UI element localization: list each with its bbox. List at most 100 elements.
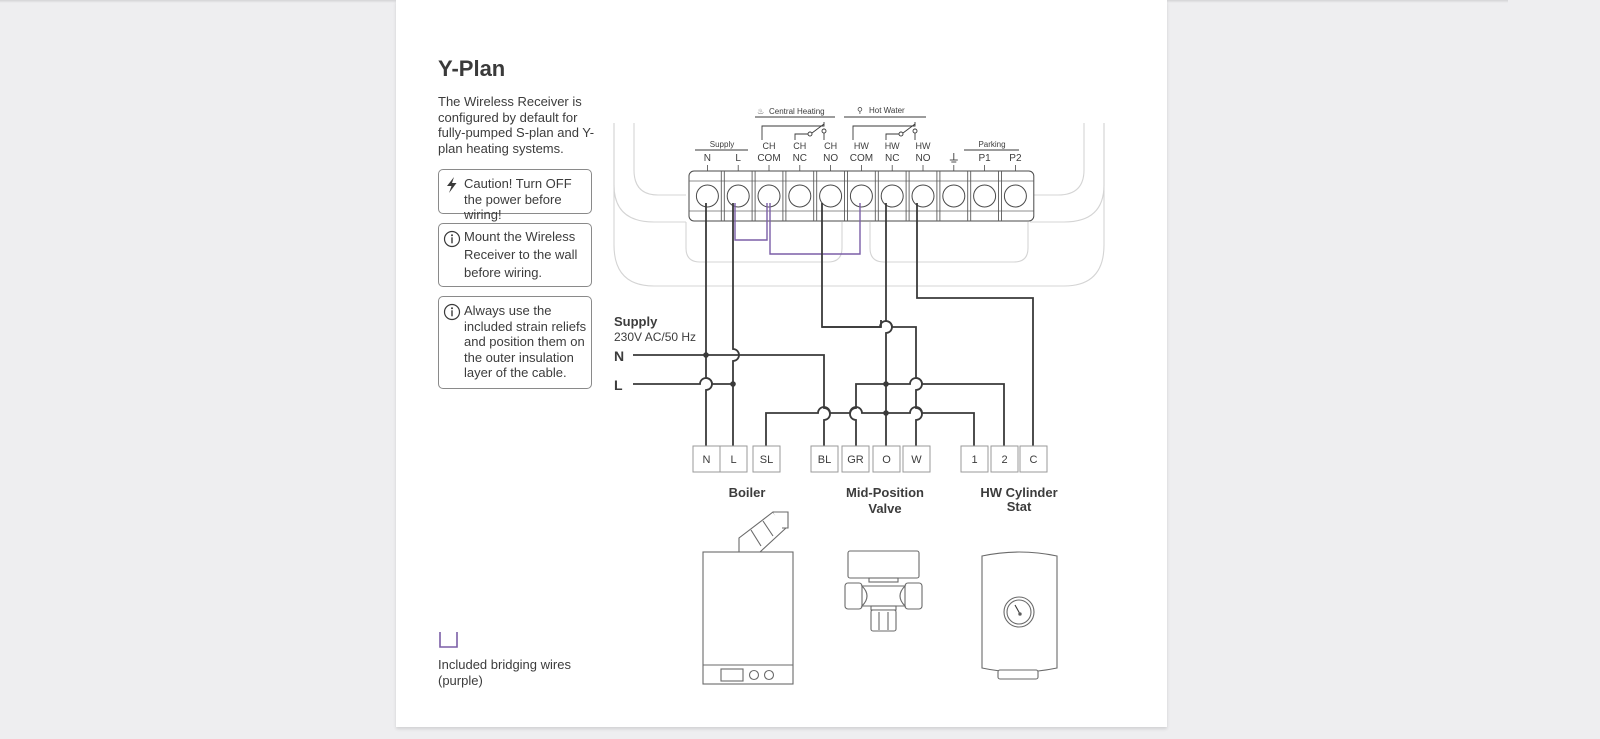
- svg-text:1: 1: [971, 454, 977, 466]
- terminal-screw: [880, 184, 904, 208]
- wire-supply-l: [633, 377, 733, 385]
- info-icon: [443, 303, 461, 321]
- terminal-screw: [1003, 184, 1027, 208]
- group-header-parking: Parking: [964, 140, 1019, 151]
- wiring-diagram: ♨ Central Heating ⚲ Hot Water Supply Par…: [613, 106, 1105, 685]
- terminal-screw: [942, 184, 966, 208]
- group-header-central-heating: ♨ Central Heating: [755, 107, 835, 118]
- bridge-wire-ch-com-to-hw-com: [769, 203, 861, 255]
- wires: [633, 203, 1034, 446]
- supply-title: Supply: [614, 314, 658, 329]
- terminal-screw: [695, 184, 719, 208]
- device-terminal: N: [692, 445, 721, 473]
- device-name-cylinder-line2: Stat: [1007, 499, 1032, 514]
- terminal-label: NO: [916, 153, 931, 164]
- device-name-boiler: Boiler: [729, 485, 766, 500]
- device-terminal: L: [719, 445, 748, 473]
- earth-icon: [949, 153, 958, 163]
- lightning-icon: [447, 177, 457, 193]
- svg-text:C: C: [1030, 454, 1038, 466]
- svg-text:L: L: [730, 454, 736, 466]
- svg-text:SL: SL: [760, 454, 773, 466]
- document-page: Y-Plan The Wireless Receiver is configur…: [396, 0, 1167, 727]
- supply-n-label: N: [614, 348, 624, 364]
- svg-text:N: N: [703, 454, 711, 466]
- device-terminal: C: [1019, 445, 1048, 473]
- device-terminals: N L SL BL GR O W 1 2 C: [692, 445, 1048, 473]
- ch-relay-symbol: [761, 122, 827, 140]
- info-icon: [443, 230, 461, 248]
- terminal-label: P1: [978, 153, 991, 164]
- terminal-screw: [757, 184, 781, 208]
- group-header-hot-water: ⚲ Hot Water: [844, 106, 926, 118]
- svg-text:W: W: [911, 454, 922, 466]
- wire-n: [705, 203, 713, 446]
- terminal-label: L: [735, 153, 741, 164]
- device-name-valve-line2: Valve: [868, 501, 901, 516]
- svg-text:GR: GR: [847, 454, 864, 466]
- page-title: Y-Plan: [438, 56, 506, 81]
- bridge-wire-l-to-ch-com: [734, 203, 768, 241]
- svg-text:2: 2: [1001, 454, 1007, 466]
- terminal-label-top: CH: [824, 141, 837, 151]
- device-name-cylinder-line1: HW Cylinder: [980, 485, 1057, 500]
- supply-spec: 230V AC/50 Hz: [614, 330, 696, 344]
- svg-text:Parking: Parking: [978, 140, 1005, 149]
- terminal-screw: [849, 184, 873, 208]
- device-terminal: 2: [990, 445, 1019, 473]
- device-terminal: W: [902, 445, 931, 473]
- note-text: Caution! Turn OFF the power before wirin…: [464, 176, 572, 222]
- terminal-screw: [911, 184, 935, 208]
- terminal-label-top: CH: [793, 141, 806, 151]
- terminal-label-top: HW: [885, 141, 900, 151]
- group-header-supply: Supply: [695, 140, 748, 151]
- bridging-wire-legend-icon: [439, 632, 458, 648]
- terminal-screw: [788, 184, 812, 208]
- svg-text:Central Heating: Central Heating: [769, 107, 825, 116]
- svg-text:Hot Water: Hot Water: [869, 106, 905, 115]
- note-text: Always use the included strain reliefs a…: [464, 303, 587, 380]
- terminal-screw: [973, 184, 997, 208]
- svg-text:O: O: [882, 454, 891, 466]
- terminal-label-top: CH: [763, 141, 776, 151]
- terminal-label: P2: [1009, 153, 1022, 164]
- terminal-label-top: HW: [854, 141, 869, 151]
- device-terminal: O: [872, 445, 901, 473]
- tap-icon: ⚲: [857, 106, 863, 115]
- device-terminal: 1: [960, 445, 989, 473]
- hw-relay-symbol: [852, 122, 918, 140]
- terminal-label: COM: [850, 153, 873, 164]
- terminal-label: NO: [823, 153, 838, 164]
- intro-text: The Wireless Receiver is configured by d…: [438, 94, 595, 156]
- wire-sl-bus: [765, 406, 975, 446]
- terminal-screw: [819, 184, 843, 208]
- terminal-label: N: [704, 153, 711, 164]
- wire-gr-bus: [849, 377, 1005, 446]
- terminal-labels: N L CH COM CH NC CH NO HW COM HW NC HW NO P1 P2: [704, 141, 1022, 171]
- terminal-label: COM: [757, 153, 780, 164]
- device-terminal: BL: [810, 445, 839, 473]
- wire-ch-no: [821, 203, 882, 328]
- device-name-valve-line1: Mid-Position: [846, 485, 924, 500]
- device-terminal: SL: [752, 445, 781, 473]
- svg-text:Supply: Supply: [710, 140, 734, 149]
- receiver-terminal-block: [688, 170, 1035, 222]
- note-text: Mount the Wireless Receiver to the wall …: [464, 229, 578, 280]
- heating-icon: ♨: [757, 107, 764, 116]
- boiler-illustration: [702, 511, 794, 685]
- caution-note: Caution! Turn OFF the power before wirin…: [438, 169, 592, 222]
- supply-l-label: L: [614, 377, 623, 393]
- legend-text: Included bridging wires (purple): [438, 657, 571, 688]
- cylinder-stat-illustration: [981, 551, 1058, 680]
- valve-illustration: [844, 550, 923, 632]
- mount-note: Mount the Wireless Receiver to the wall …: [438, 223, 592, 287]
- terminal-label: NC: [793, 153, 807, 164]
- wire-hw-no: [916, 203, 1034, 446]
- bridging-wires: [734, 203, 861, 255]
- terminal-label-top: HW: [916, 141, 931, 151]
- strain-relief-note: Always use the included strain reliefs a…: [438, 296, 592, 389]
- wire-hw-nc: [885, 203, 893, 384]
- wire-junctions: [703, 352, 889, 416]
- terminal-label: NC: [885, 153, 899, 164]
- svg-text:BL: BL: [818, 454, 831, 466]
